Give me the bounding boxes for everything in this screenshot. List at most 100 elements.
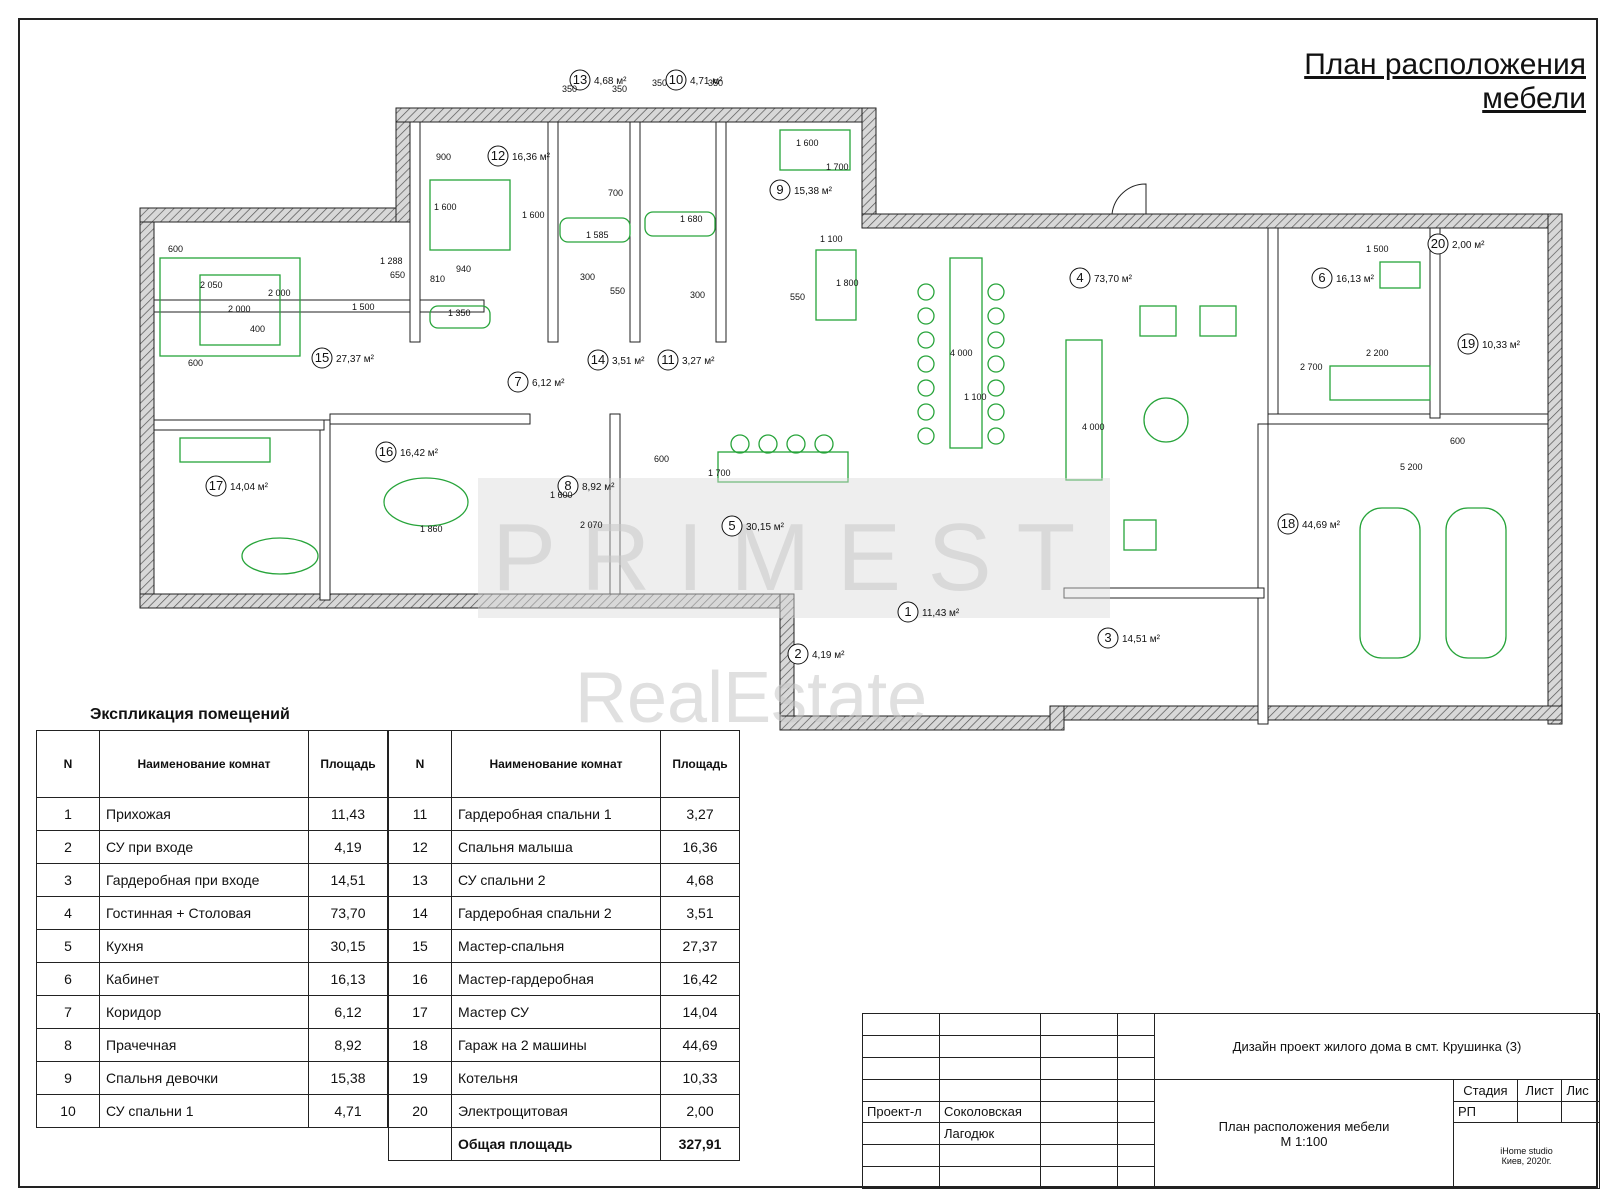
room-area: 4,71 м² <box>690 76 723 87</box>
dimension-label: 940 <box>456 264 471 274</box>
dimension-label: 1 860 <box>420 524 443 534</box>
cell-name: Мастер-спальня <box>451 929 661 963</box>
studio: iHome studio <box>1500 1145 1553 1156</box>
sheets-label: Лис <box>1561 1078 1600 1102</box>
dining-chair <box>917 307 935 325</box>
room-number: 10 <box>669 72 683 87</box>
dimension-label: 1 680 <box>680 214 703 224</box>
room-number: 5 <box>728 518 735 533</box>
col-n: N <box>388 730 452 798</box>
dining-chair <box>987 379 1005 397</box>
room-number: 13 <box>573 72 587 87</box>
total-label: Общая площадь <box>451 1127 661 1161</box>
col-area: Площадь <box>308 730 388 798</box>
room-area: 27,37 м² <box>336 354 375 365</box>
dimension-label: 1 100 <box>964 392 987 402</box>
dimension-label: 1 500 <box>1366 244 1389 254</box>
cell-n: 4 <box>36 896 100 930</box>
room-number: 1 <box>904 604 911 619</box>
dimension-label: 600 <box>1450 436 1465 446</box>
total-value: 327,91 <box>660 1127 740 1161</box>
dimension-label: 700 <box>608 188 623 198</box>
dining-chair <box>917 379 935 397</box>
cell-name: Котельня <box>451 1061 661 1095</box>
room-number: 15 <box>315 350 329 365</box>
dimension-label: 1 600 <box>434 202 457 212</box>
col-area: Площадь <box>660 730 740 798</box>
room-area: 3,51 м² <box>612 356 645 367</box>
cell-n: 9 <box>36 1061 100 1095</box>
dimension-label: 5 200 <box>1400 462 1423 472</box>
dining-chair <box>917 283 935 301</box>
cell-n: 7 <box>36 995 100 1029</box>
dimension-label: 900 <box>436 152 451 162</box>
cell-area: 8,92 <box>308 1028 388 1062</box>
room-number-circle <box>1457 333 1479 355</box>
cell-area: 3,27 <box>660 797 740 831</box>
room-number-circle <box>657 349 679 371</box>
cell-n: 3 <box>36 863 100 897</box>
room-area: 14,04 м² <box>230 482 269 493</box>
room-area: 3,27 м² <box>682 356 715 367</box>
room-area: 11,43 м² <box>922 608 960 619</box>
cell-area: 10,33 <box>660 1061 740 1095</box>
dimension-label: 550 <box>610 286 625 296</box>
cell-area: 27,37 <box>660 929 740 963</box>
room-number-circle <box>897 601 919 623</box>
cell-area: 16,36 <box>660 830 740 864</box>
room-marker: 1 11,43 м² <box>897 601 960 623</box>
room-area: 16,36 м² <box>512 152 551 163</box>
cell-n: 10 <box>36 1094 100 1128</box>
room-marker: 5 30,15 м² <box>721 515 785 537</box>
room-marker: 15 27,37 м² <box>311 347 375 369</box>
room-number: 2 <box>794 646 801 661</box>
cell-name: Прачечная <box>99 1028 309 1062</box>
room-number-circle <box>721 515 743 537</box>
room-area: 2,00 м² <box>1452 240 1485 251</box>
dimension-label: 1 600 <box>522 210 545 220</box>
cell-area: 11,43 <box>308 797 388 831</box>
room-number: 11 <box>661 352 675 367</box>
cell-name: Гардеробная при входе <box>99 863 309 897</box>
cell-area: 3,51 <box>660 896 740 930</box>
col-name: Наименование комнат <box>99 730 309 798</box>
cell-n: 1 <box>36 797 100 831</box>
dimension-label: 600 <box>188 358 203 368</box>
room-number-circle <box>1277 513 1299 535</box>
cell-n: 14 <box>388 896 452 930</box>
author-1: Соколовская <box>939 1100 1041 1124</box>
cell-n: 8 <box>36 1028 100 1062</box>
dimension-label: 350 <box>562 84 577 94</box>
drawing-frame <box>18 18 1598 1188</box>
room-number: 19 <box>1461 336 1475 351</box>
cell-name: Гараж на 2 машины <box>451 1028 661 1062</box>
room-number-circle <box>587 349 609 371</box>
room-area: 30,15 м² <box>746 522 785 533</box>
cell-name: Спальня девочки <box>99 1061 309 1095</box>
room-number: 12 <box>491 148 505 163</box>
dimension-label: 4 000 <box>950 348 973 358</box>
room-area: 44,69 м² <box>1302 520 1341 531</box>
room-number: 4 <box>1076 270 1083 285</box>
room-number: 14 <box>591 352 605 367</box>
watermark-brand: P R I M E S T <box>492 504 1075 611</box>
cell-name: Спальня малыша <box>451 830 661 864</box>
cell-name: Мастер СУ <box>451 995 661 1029</box>
